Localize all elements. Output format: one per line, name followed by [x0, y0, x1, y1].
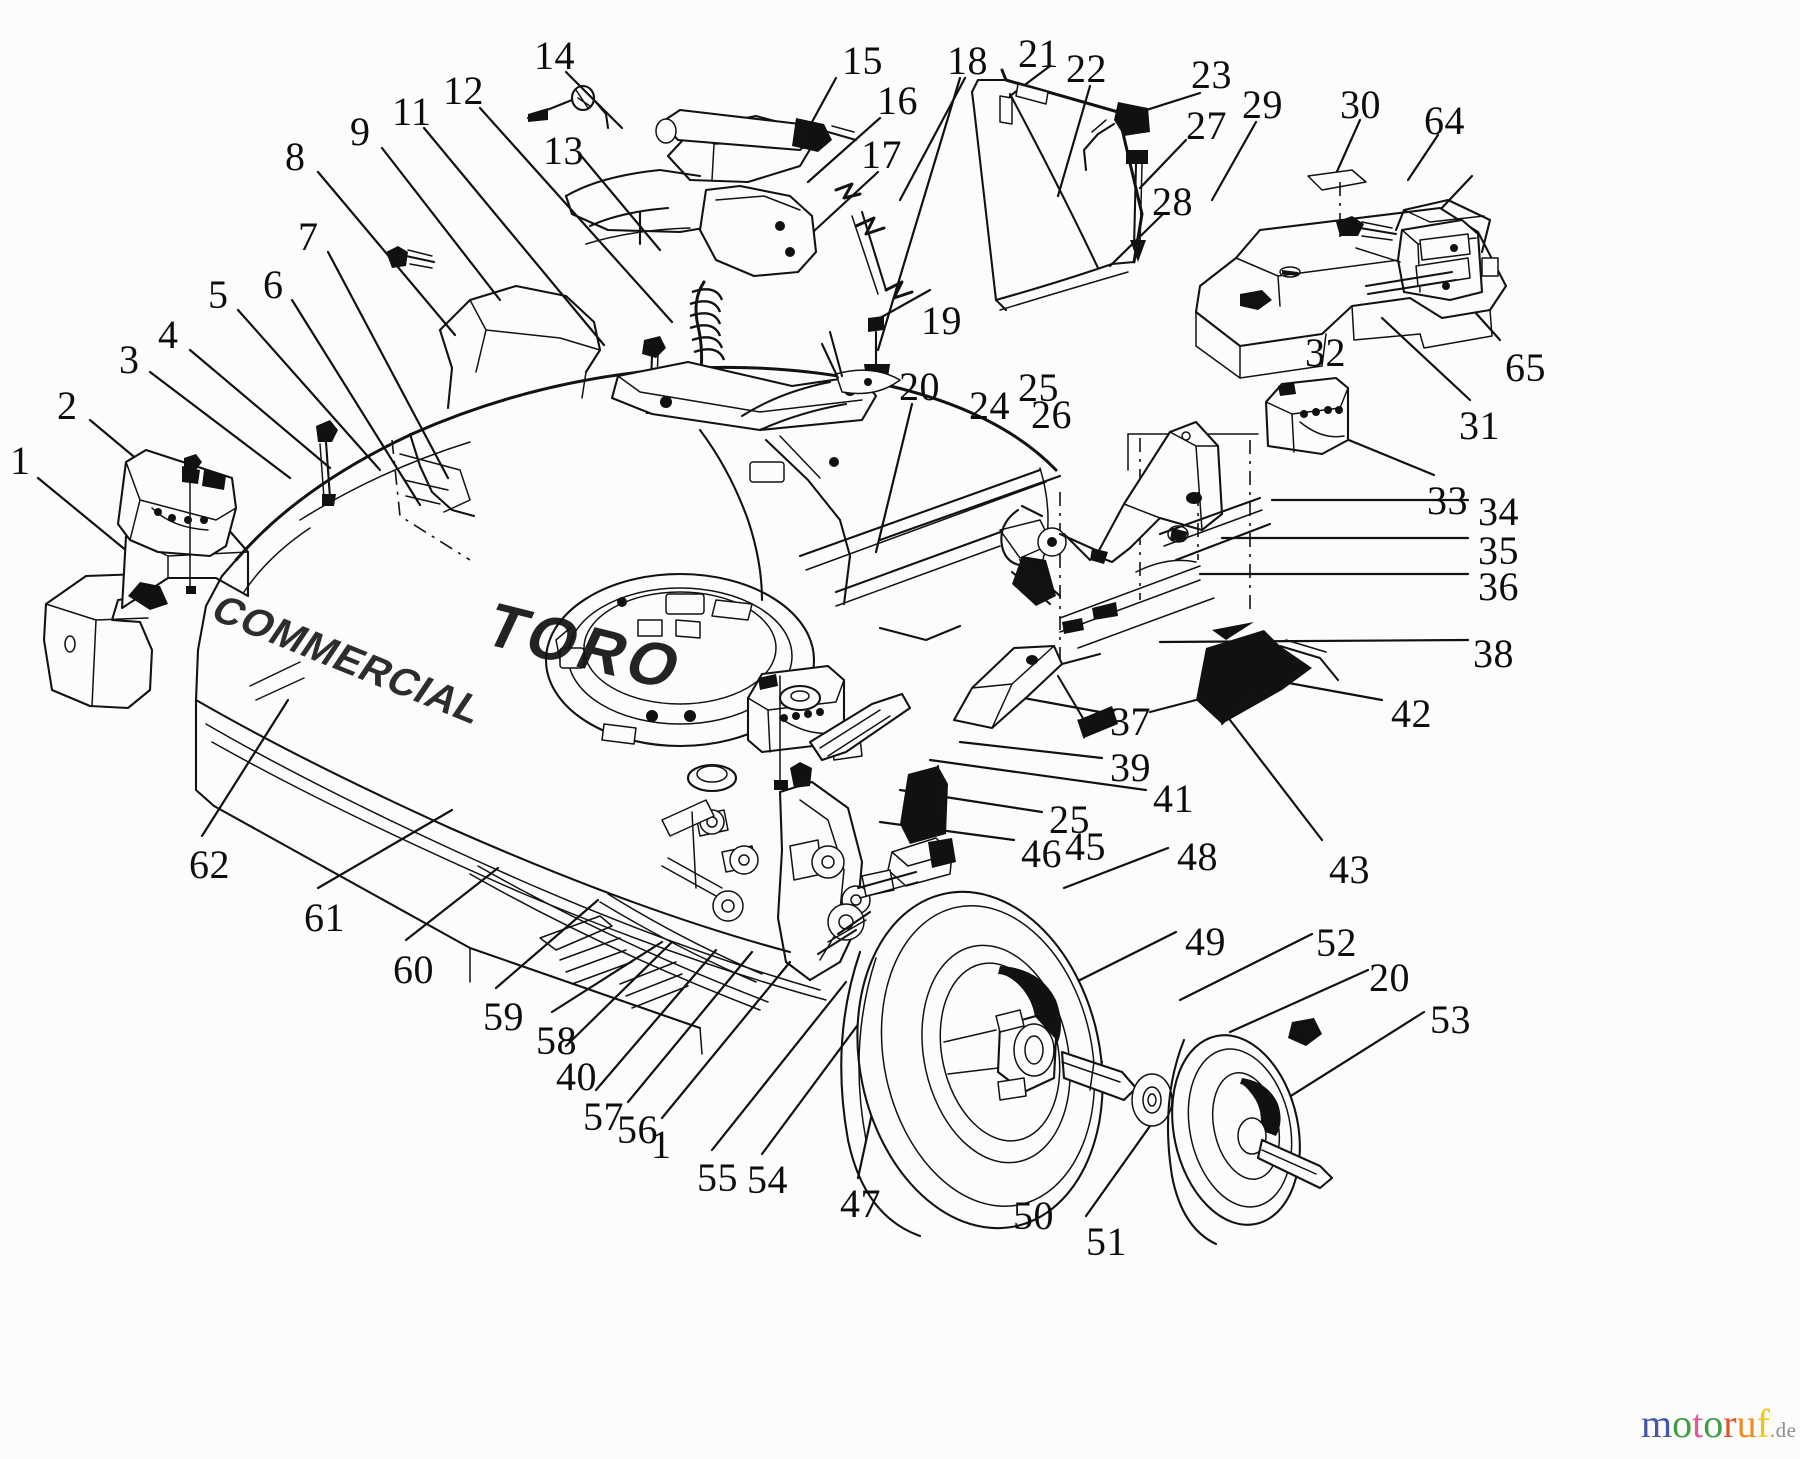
callout-number: 11 [392, 89, 432, 134]
callout-number: 16 [877, 78, 918, 123]
callout-number: 35 [1478, 528, 1519, 573]
callout-number: 9 [350, 109, 371, 154]
callout-number: 32 [1305, 330, 1346, 375]
callout-number: 12 [443, 68, 484, 113]
link-rod-37 [952, 644, 1118, 739]
callout-number: 53 [1430, 997, 1471, 1042]
watermark-letter: o [1672, 1401, 1693, 1446]
rod-15-clips [655, 108, 914, 395]
callout-number: 58 [536, 1018, 577, 1063]
watermark-letter: f [1756, 1401, 1770, 1446]
callout-number: 47 [840, 1181, 881, 1226]
watermark-letter: t [1692, 1401, 1704, 1446]
callout-number: 2 [57, 383, 78, 428]
small-spring-14 [526, 84, 610, 130]
callout-number: 48 [1177, 834, 1218, 879]
watermark-letter: r [1723, 1401, 1737, 1446]
callout-number: 29 [1242, 82, 1283, 127]
callout-number: 21 [1018, 31, 1059, 76]
wedge-block-33 [1264, 376, 1350, 456]
rear-wheel-52 [1166, 1018, 1334, 1246]
callout-number: 6 [263, 262, 284, 307]
watermark-letter: m [1641, 1401, 1673, 1446]
black-shield-38 [1148, 622, 1340, 726]
callout-number: 52 [1316, 920, 1357, 965]
callout-number: 18 [947, 38, 988, 83]
watermark-tld: .de [1769, 1418, 1797, 1442]
callout-number: 14 [534, 33, 575, 78]
watermark-letter: o [1703, 1401, 1724, 1446]
callout-number: 1 [651, 1122, 672, 1167]
callout-number: 25 [1049, 797, 1090, 842]
callout-number: 54 [747, 1157, 788, 1202]
latch-bracket-64 [1336, 198, 1499, 302]
callout-number: 39 [1110, 745, 1151, 790]
bolt-8 [386, 246, 436, 269]
callout-number: 31 [1459, 403, 1500, 448]
callout-number: 24 [969, 383, 1010, 428]
callout-number: 36 [1478, 564, 1519, 609]
callout-number: 43 [1329, 847, 1370, 892]
callout-number: 49 [1185, 919, 1226, 964]
callout-number: 59 [483, 994, 524, 1039]
callout-number: 50 [1013, 1193, 1054, 1238]
callout-number: 40 [556, 1054, 597, 1099]
callout-number: 7 [298, 214, 319, 259]
callout-number: 57 [583, 1094, 624, 1139]
callout-number: 5 [208, 272, 229, 317]
callout-number: 28 [1152, 179, 1193, 224]
deck-skirt-lines [249, 661, 689, 1009]
callout-number: 27 [1186, 103, 1227, 148]
right-rails-25-26 [1158, 492, 1272, 562]
callout-number: 45 [1065, 824, 1106, 869]
watermark-letter: u [1736, 1401, 1757, 1446]
callout-number: 30 [1340, 82, 1381, 127]
callout-number: 34 [1478, 489, 1519, 534]
callout-number: 46 [1021, 831, 1062, 876]
callout-number: 51 [1086, 1219, 1127, 1264]
callout-number: 60 [393, 947, 434, 992]
callout-number: 61 [304, 895, 345, 940]
callout-number: 56 [617, 1107, 658, 1152]
callout-number: 17 [861, 132, 902, 177]
callout-number: 20 [1369, 955, 1410, 1000]
callout-number: 15 [842, 38, 883, 83]
callout-number: 42 [1391, 691, 1432, 736]
callout-number: 37 [1110, 699, 1151, 744]
callout-number: 4 [158, 312, 179, 357]
grass-deflector-frame [970, 68, 1150, 312]
callout-number: 41 [1153, 776, 1194, 821]
callout-number: 22 [1066, 46, 1107, 91]
callout-number: 13 [543, 128, 584, 173]
callout-number: 20 [899, 364, 940, 409]
height-adjust-arm [1000, 420, 1224, 606]
callout-number: 25 [1018, 365, 1059, 410]
bolt-7 [316, 420, 338, 506]
motoruf-watermark: motoruf.de [1641, 1404, 1796, 1450]
deck-rails-lower [469, 799, 769, 1011]
callout-number: 65 [1505, 345, 1546, 390]
callout-number: 64 [1424, 98, 1465, 143]
center-block-assembly [746, 664, 948, 844]
callout-number: 19 [921, 298, 962, 343]
callout-number: 26 [1031, 392, 1072, 437]
callout-number: 55 [697, 1155, 738, 1200]
wheel-support-bracket [695, 780, 956, 982]
callout-number: 33 [1427, 478, 1468, 523]
callout-number: 38 [1473, 631, 1514, 676]
callout-number: 1 [10, 438, 31, 483]
callout-number: 3 [119, 337, 140, 382]
center-rails-linkage [798, 433, 1259, 660]
callout-number: 23 [1191, 52, 1232, 97]
callout-number: 62 [189, 842, 230, 887]
left-bracket-assembly [42, 448, 250, 710]
callout-number: 8 [285, 134, 306, 179]
front-wheel-48 [840, 890, 1173, 1238]
